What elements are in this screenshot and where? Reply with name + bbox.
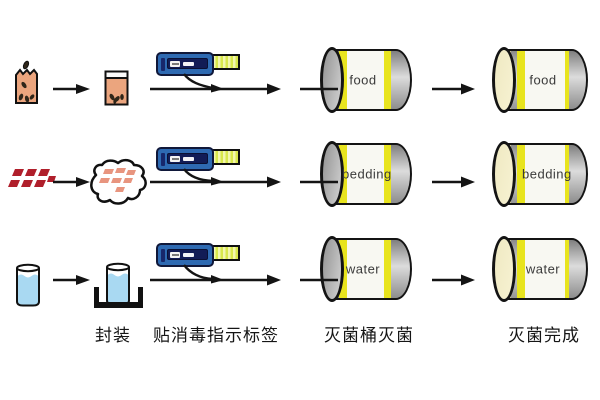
dispenser-label-chip xyxy=(170,60,180,67)
dispenser-brand-mark xyxy=(183,157,194,161)
dispenser-brand-mark xyxy=(183,253,194,257)
sterilized-barrel-icon: food xyxy=(492,45,590,115)
indicator-tape-icon xyxy=(211,54,240,70)
barrel-face xyxy=(320,236,344,302)
barrel-body xyxy=(332,49,412,111)
dispenser-endcap xyxy=(161,153,165,166)
barrel-content-label: water xyxy=(525,261,561,277)
barrel-body xyxy=(332,143,412,205)
dispenser-endcap xyxy=(161,249,165,262)
sterilized-barrel-icon: water xyxy=(492,234,590,304)
dispenser-label-chip xyxy=(170,155,180,162)
barrel-face xyxy=(492,141,516,207)
bedding-chips-icon xyxy=(8,169,56,187)
barrel-content-label: food xyxy=(349,72,377,88)
bedding-pouch-icon xyxy=(90,158,147,205)
chip-print-mark xyxy=(171,253,179,256)
barrel-body xyxy=(504,49,588,111)
applicator-arrow xyxy=(183,264,214,281)
sterilization-barrel-icon: food xyxy=(320,45,418,115)
chip-print-mark xyxy=(171,157,179,160)
indicator-tape-dispenser-icon xyxy=(156,147,242,171)
sterilization-barrel-icon: bedding xyxy=(320,139,418,209)
dispenser-body xyxy=(156,147,214,171)
dispenser-body xyxy=(156,52,214,76)
dispenser-body xyxy=(156,243,214,267)
barrel-face xyxy=(320,47,344,113)
barrel-face xyxy=(492,236,516,302)
barrel-body xyxy=(504,238,588,300)
chip-print-mark xyxy=(171,62,179,65)
barrel-content-label: bedding xyxy=(522,166,572,182)
dispenser-window xyxy=(167,58,208,69)
indicator-tape-icon xyxy=(211,245,240,261)
caption-apply-indicator-label: 贴消毒指示标签 xyxy=(153,326,279,345)
caption-sterilize-done: 灭菌完成 xyxy=(508,326,580,345)
barrel-content-label: food xyxy=(529,72,557,88)
indicator-tape-icon xyxy=(211,149,240,165)
barrel-face xyxy=(492,47,516,113)
dispenser-window xyxy=(167,153,208,164)
sterilized-barrel-icon: bedding xyxy=(492,139,590,209)
barrel-content-label: water xyxy=(345,261,381,277)
sterilization-barrel-icon: water xyxy=(320,234,418,304)
barrel-content-label: bedding xyxy=(342,166,392,182)
barrel-body xyxy=(504,143,588,205)
barrel-body xyxy=(332,238,412,300)
sealed-food-pouch-icon xyxy=(104,70,129,106)
dispenser-brand-mark xyxy=(183,62,194,66)
indicator-tape-dispenser-icon xyxy=(156,243,242,267)
applicator-arrow xyxy=(183,73,214,90)
water-bottle-icon xyxy=(16,263,40,307)
dispenser-label-chip xyxy=(170,251,180,258)
barrel-face xyxy=(320,141,344,207)
dispenser-window xyxy=(167,249,208,260)
food-pellets-bag-icon xyxy=(15,60,38,104)
caption-barrel-sterilize: 灭菌桶灭菌 xyxy=(324,326,414,345)
indicator-tape-dispenser-icon xyxy=(156,52,242,76)
caption-packaging: 封装 xyxy=(95,326,131,345)
bottle-rack-icon xyxy=(94,287,143,308)
dispenser-endcap xyxy=(161,58,165,71)
